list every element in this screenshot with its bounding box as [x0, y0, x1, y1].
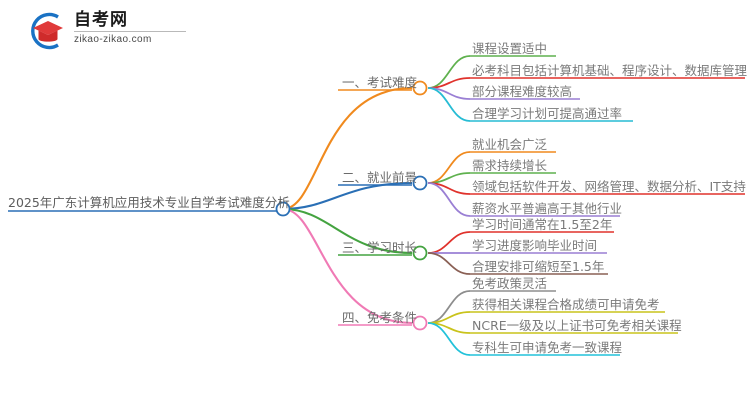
leaf-label-3-2[interactable]: 学习进度影响毕业时间 [472, 238, 598, 253]
link-b4-leaf-4 [427, 322, 471, 356]
leaf-label-2-2[interactable]: 需求持续增长 [472, 158, 548, 173]
link-root-branch-3 [282, 207, 413, 255]
branch-label-2[interactable]: 二、就业前景 [342, 170, 418, 185]
leaf-label-4-3[interactable]: NCRE一级及以上证书可免考相关课程 [472, 318, 682, 333]
link-b3-leaf-1 [427, 231, 471, 254]
leaf-label-1-1[interactable]: 课程设置适中 [472, 41, 548, 56]
branch-1-node-dot[interactable] [412, 80, 428, 96]
logo-title: 自考网 [74, 10, 128, 30]
leaf-label-4-1[interactable]: 免考政策灵活 [472, 276, 548, 291]
leaf-label-2-3[interactable]: 领域包括软件开发、网络管理、数据分析、IT支持 [472, 179, 746, 194]
leaf-label-3-3[interactable]: 合理安排可缩短至1.5年 [472, 259, 605, 274]
link-root-branch-4 [282, 207, 413, 325]
link-b2-leaf-4 [427, 182, 471, 217]
link-root-branch-2 [282, 181, 413, 211]
link-root-branch-1 [282, 86, 413, 211]
leaf-label-2-1[interactable]: 就业机会广泛 [472, 137, 548, 152]
leaf-label-4-2[interactable]: 获得相关课程合格成绩可申请免考 [472, 297, 660, 312]
branch-3-node-dot[interactable] [412, 245, 428, 261]
link-b1-leaf-4 [427, 87, 471, 122]
branch-2-node-dot[interactable] [412, 175, 428, 191]
graduation-cap-logo-icon [31, 12, 63, 50]
leaf-label-3-1[interactable]: 学习时间通常在1.5至2年 [472, 217, 613, 232]
branch-4-node-dot[interactable] [412, 315, 428, 331]
root-node-dot[interactable] [275, 201, 291, 217]
logo-text-block: 自考网 zikao-zikao.com [74, 10, 186, 45]
branch-label-3[interactable]: 三、学习时长 [342, 240, 418, 255]
root-node-label[interactable]: 2025年广东计算机应用技术专业自学考试难度分析 [8, 195, 290, 210]
link-b3-leaf-3 [427, 252, 471, 275]
leaf-label-1-4[interactable]: 合理学习计划可提高通过率 [472, 106, 623, 121]
leaf-label-1-2[interactable]: 必考科目包括计算机基础、程序设计、数据库管理 [472, 63, 748, 78]
branch-label-4[interactable]: 四、免考条件 [342, 310, 418, 325]
leaf-label-2-4[interactable]: 薪资水平普遍高于其他行业 [472, 201, 623, 216]
leaf-label-4-4[interactable]: 专科生可申请免考一致课程 [472, 340, 623, 355]
branch-label-1[interactable]: 一、考试难度 [342, 75, 418, 90]
leaf-label-1-3[interactable]: 部分课程难度较高 [472, 84, 573, 99]
site-logo: 自考网 zikao-zikao.com [22, 8, 192, 54]
logo-subtitle: zikao-zikao.com [74, 31, 186, 45]
